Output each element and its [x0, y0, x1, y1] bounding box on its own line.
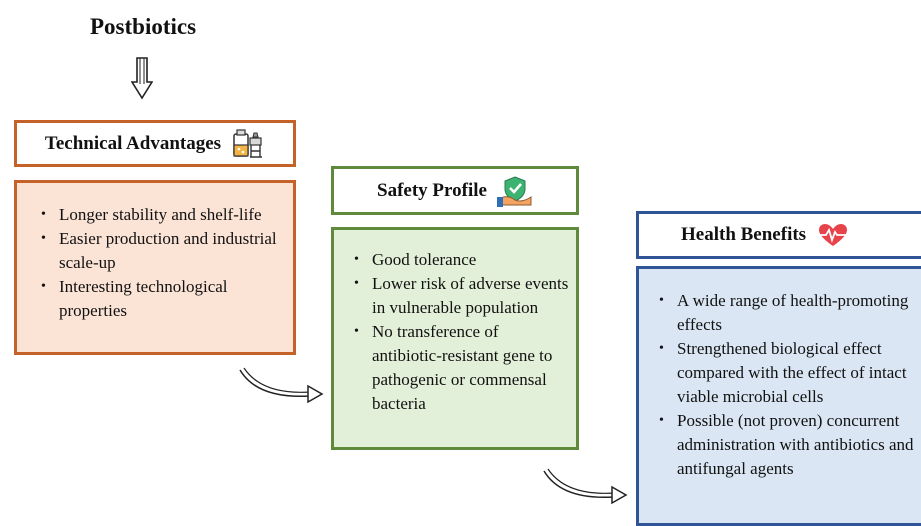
down-arrow-icon — [131, 57, 153, 100]
list-item: Lower risk of adverse events in vulnerab… — [352, 272, 570, 320]
safety-profile-header: Safety Profile — [331, 166, 579, 215]
health-benefits-header: Health Benefits — [636, 211, 921, 259]
curved-arrow-icon — [543, 468, 628, 505]
heart-pulse-icon — [816, 224, 851, 246]
list-item: Possible (not proven) concurrent adminis… — [657, 409, 921, 481]
technical-advantages-header: Technical Advantages — [14, 120, 296, 167]
health-benefits-box: A wide range of health-promoting effects… — [636, 266, 921, 526]
technical-advantages-box: Longer stability and shelf-life Easier p… — [14, 180, 296, 355]
safety-profile-title: Safety Profile — [377, 179, 487, 201]
list-item: No transference of antibiotic-resistant … — [352, 320, 570, 416]
lab-equipment-icon — [233, 128, 263, 158]
list-item: Longer stability and shelf-life — [39, 203, 283, 227]
curved-arrow-icon — [239, 367, 324, 404]
list-item: Strengthened biological effect compared … — [657, 337, 921, 409]
list-item: Good tolerance — [352, 248, 570, 272]
shield-hand-icon — [496, 175, 532, 207]
safety-profile-box: Good tolerance Lower risk of adverse eve… — [331, 227, 579, 450]
diagram-title: Postbiotics — [90, 14, 197, 39]
health-benefits-title: Health Benefits — [681, 224, 807, 245]
list-item: A wide range of health-promoting effects — [657, 289, 921, 337]
list-item: Interesting technological properties — [39, 275, 283, 323]
technical-advantages-title: Technical Advantages — [44, 132, 222, 154]
list-item: Easier production and industrial scale-u… — [39, 227, 283, 275]
